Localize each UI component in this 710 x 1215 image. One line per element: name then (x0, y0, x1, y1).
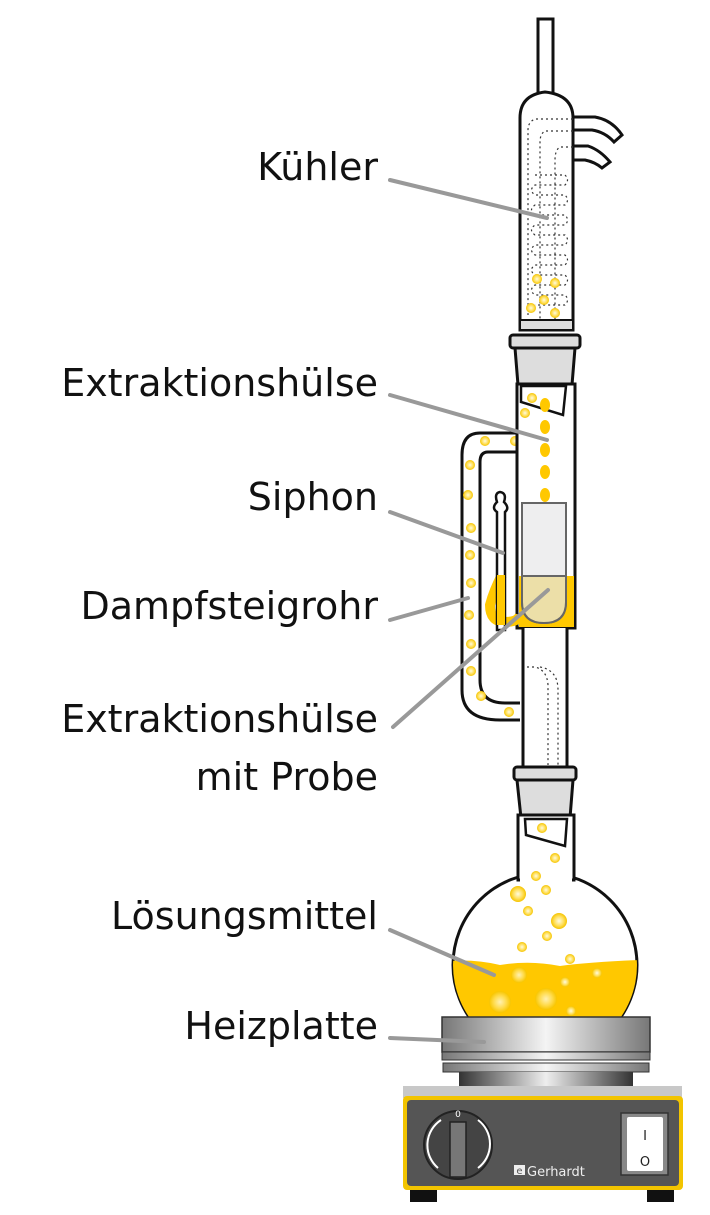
leader-siphon (388, 510, 505, 555)
label-hot-plate: Heizplatte (184, 1004, 378, 1048)
label-thimble-sample-1: Extraktionshülse (61, 697, 378, 741)
labels: Kühler Extraktionshülse Siphon Dampfstei… (61, 145, 378, 1048)
upper-joint (508, 333, 582, 387)
leader-thimble-sample (391, 588, 550, 729)
label-extraction-thimble: Extraktionshülse (61, 361, 378, 405)
switch-off-mark: O (640, 1155, 650, 1170)
hot-plate: 0 e Gerhardt I O (403, 1016, 683, 1202)
temperature-knob[interactable]: 0 (423, 1110, 493, 1180)
drops (520, 393, 550, 502)
leader-solvent (388, 928, 496, 977)
leader-hot-plate (388, 1036, 486, 1044)
leader-lines (388, 178, 550, 1044)
leader-vapor-tube (388, 596, 470, 622)
leader-extraction-thimble (388, 393, 549, 442)
brand-logo: e Gerhardt (514, 1165, 585, 1180)
label-vapor-tube: Dampfsteigrohr (80, 584, 378, 628)
power-switch[interactable]: I O (620, 1112, 669, 1176)
label-siphon: Siphon (248, 475, 378, 519)
switch-on-mark: I (643, 1129, 647, 1144)
label-thimble-sample-2: mit Probe (196, 755, 378, 799)
leader-condenser (388, 178, 549, 220)
knob-zero-mark: 0 (455, 1110, 461, 1120)
boiling-bubbles (489, 823, 602, 1016)
extractor (484, 382, 577, 770)
label-condenser: Kühler (257, 145, 378, 189)
label-solvent: Lösungsmittel (111, 894, 378, 938)
brand-name: Gerhardt (527, 1165, 585, 1180)
condenser (518, 17, 624, 332)
svg-text:e: e (516, 1166, 522, 1177)
